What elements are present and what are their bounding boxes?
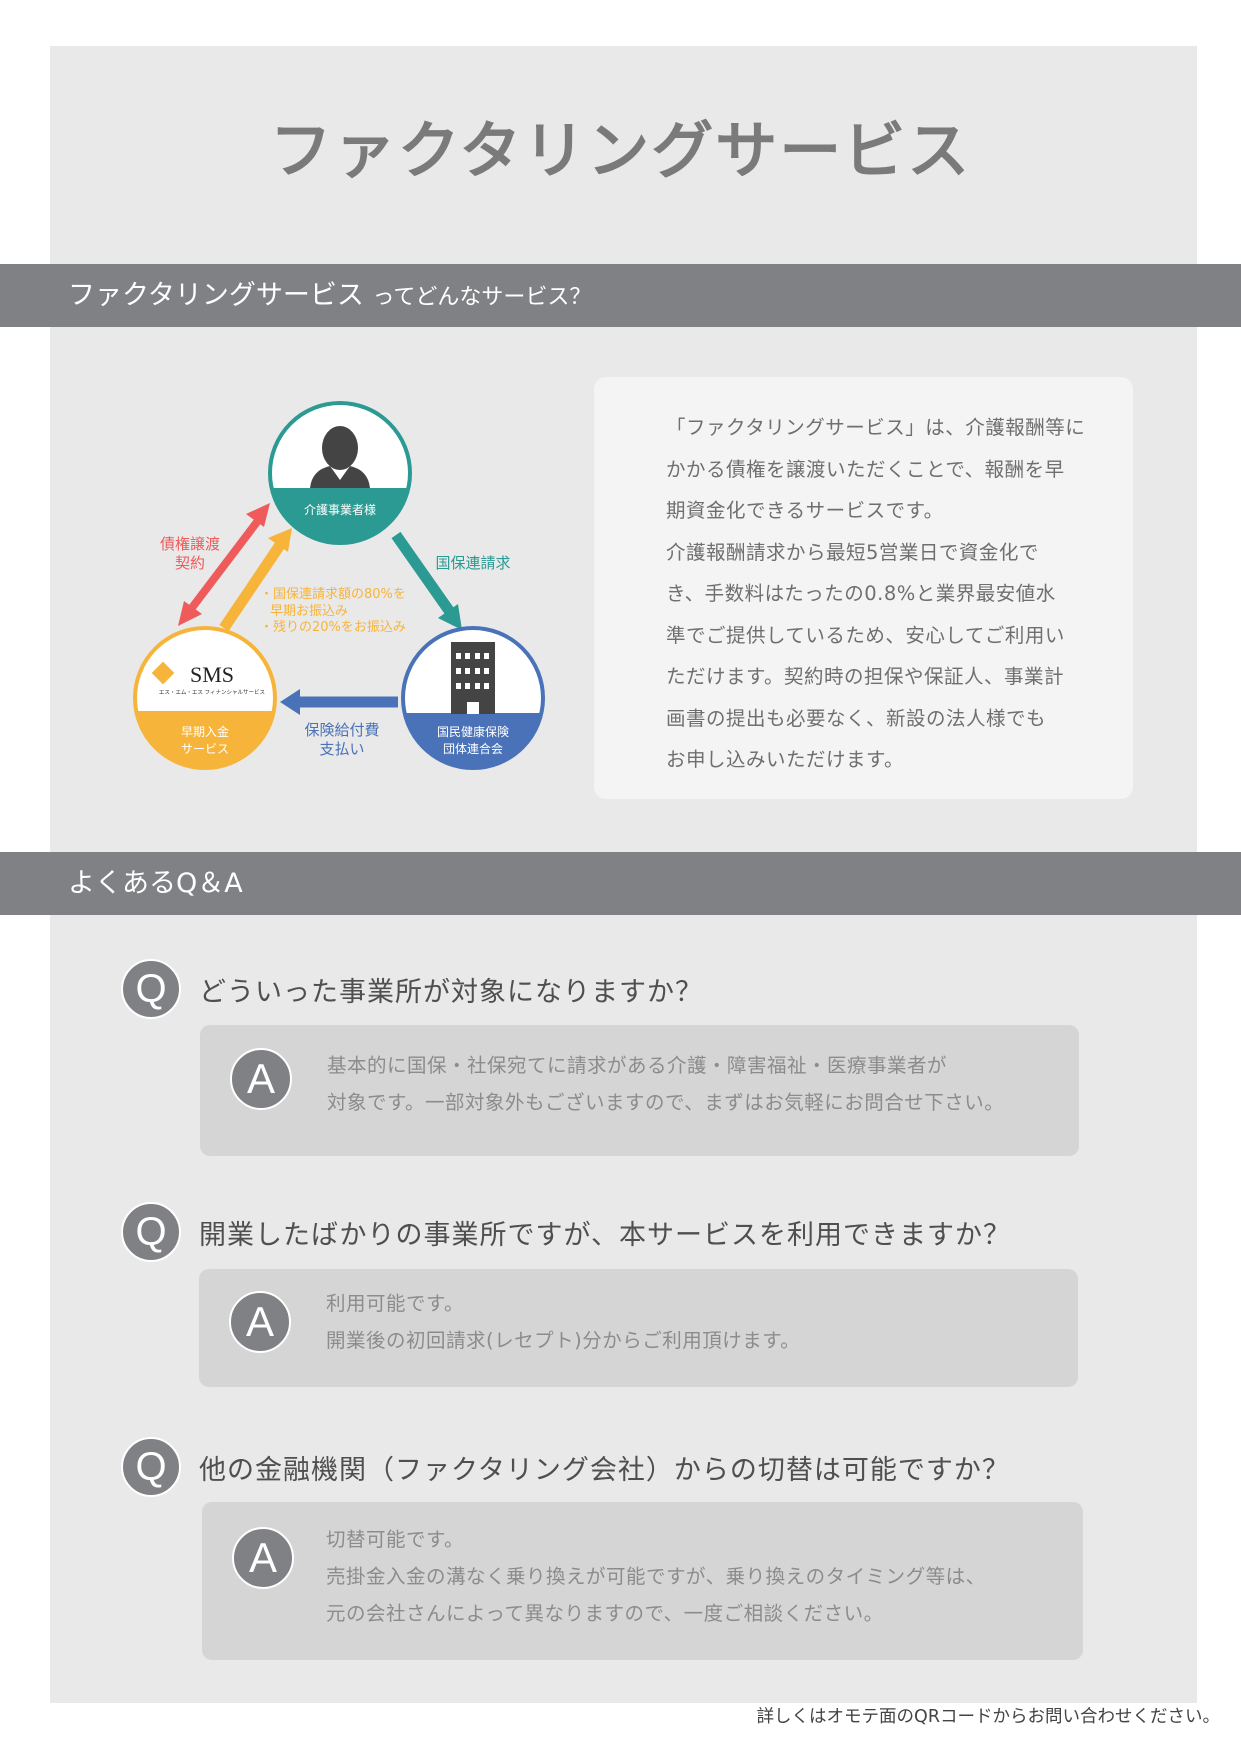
- page-title: ファクタリングサービス: [269, 114, 972, 187]
- question-text: 他の金融機関（ファクタリング会社）からの切替は可能ですか？: [199, 1454, 1010, 1486]
- description-line: き、手数料はたったの0.8%と業界最安値水: [666, 582, 1056, 605]
- description-line: 期資金化できるサービスです。: [666, 499, 944, 522]
- answer-line: 切替可能です。: [326, 1528, 465, 1551]
- a-badge: A: [230, 1048, 292, 1110]
- person-icon: [310, 426, 370, 488]
- contract-arrow: [178, 503, 270, 626]
- building-icon: [451, 642, 495, 714]
- sms-logo-text: SMS: [190, 662, 234, 687]
- description-line: 介護報酬請求から最短5営業日で資金化で: [666, 540, 1039, 564]
- section-heading: よくあるQ＆A: [68, 868, 243, 899]
- sms-label-2: サービス: [181, 742, 229, 756]
- question-text: 開業したばかりの事業所ですが、本サービスを利用できますか？: [199, 1219, 1011, 1251]
- insurance-label-2: 支払い: [319, 740, 364, 758]
- section-header-about: ファクタリングサービス ってどんなサービス？: [0, 264, 1241, 327]
- description-line: かかる債権を譲渡いただくことで、報酬を早: [666, 457, 1065, 481]
- description-card: 「ファクタリングサービス」は、介護報酬等に かかる債権を譲渡いただくことで、報酬…: [594, 377, 1133, 799]
- insurance-arrow: [280, 689, 398, 715]
- contract-label-1: 債権譲渡: [160, 535, 220, 553]
- answer-line: 元の会社さんによって異なりますので、一度ご相談ください。: [326, 1602, 884, 1625]
- factoring-flow-diagram: 介護事業者様 SMS エス・エム・エス フィナンシャルサービス 早期入金 サービ…: [133, 401, 545, 770]
- description-line: 準でご提供しているため、安心してご利用い: [666, 623, 1065, 647]
- description-line: 「ファクタリングサービス」は、介護報酬等に: [666, 416, 1086, 439]
- sms-logo-subtext: エス・エム・エス フィナンシャルサービス: [159, 688, 265, 696]
- q-badge: Q: [121, 1202, 181, 1262]
- qa-question-1: Q どういった事業所が対象になりますか？: [121, 959, 703, 1019]
- q-badge: Q: [121, 1437, 181, 1497]
- claim-arrow: [391, 531, 462, 630]
- kokuho-label-2: 団体連合会: [443, 741, 503, 756]
- section-heading-main: ファクタリングサービス: [68, 280, 364, 311]
- footer-note: 詳しくはオモテ面のQRコードからお問い合わせください。: [756, 1707, 1220, 1727]
- kokuho-label-1: 国民健康保険: [437, 724, 509, 739]
- answer-line: 対象です。一部対象外もございますので、まずはお気軽にお問合せ下さい。: [327, 1091, 1005, 1114]
- qa-question-3: Q 他の金融機関（ファクタリング会社）からの切替は可能ですか？: [121, 1437, 1010, 1497]
- a-badge: A: [229, 1291, 291, 1353]
- description-line: お申し込みいただけます。: [666, 748, 905, 771]
- claim-label: 国保連請求: [435, 554, 510, 572]
- kokuho-node: 国民健康保険 団体連合会: [401, 626, 545, 770]
- qa-answer-1: A 基本的に国保・社保宛てに請求がある介護・障害福祉・医療事業者が 対象です。一…: [200, 1025, 1079, 1156]
- qa-answer-3: A 切替可能です。 売掛金入金の溝なく乗り換えが可能ですが、乗り換えのタイミング…: [202, 1502, 1083, 1660]
- qa-question-2: Q 開業したばかりの事業所ですが、本サービスを利用できますか？: [121, 1202, 1011, 1262]
- provider-label: 介護事業者様: [304, 502, 376, 517]
- answer-line: 売掛金入金の溝なく乗り換えが可能ですが、乗り換えのタイミング等は、: [326, 1565, 986, 1588]
- contract-label-2: 契約: [175, 554, 205, 572]
- description-line: 画書の提出も必要なく、新設の法人様でも: [666, 706, 1047, 730]
- sms-label-1: 早期入金: [181, 724, 229, 739]
- answer-line: 利用可能です。: [326, 1292, 465, 1315]
- sms-node: SMS エス・エム・エス フィナンシャルサービス 早期入金 サービス: [133, 626, 277, 770]
- payment-note-3: ・残りの20%をお振込み: [260, 620, 406, 635]
- question-text: どういった事業所が対象になりますか？: [199, 976, 703, 1008]
- description-line: ただけます。契約時の担保や保証人、事業計: [666, 665, 1065, 688]
- section-header-qa: よくあるQ＆A: [0, 852, 1241, 915]
- insurance-label-1: 保険給付費: [304, 721, 379, 739]
- answer-line: 基本的に国保・社保宛てに請求がある介護・障害福祉・医療事業者が: [327, 1054, 948, 1077]
- section-heading-sub: ってどんなサービス？: [372, 285, 592, 310]
- a-badge: A: [232, 1527, 294, 1589]
- qa-answer-2: A 利用可能です。 開業後の初回請求(レセプト)分からご利用頂けます。: [199, 1269, 1078, 1387]
- q-badge: Q: [121, 959, 181, 1019]
- answer-line: 開業後の初回請求(レセプト)分からご利用頂けます。: [326, 1329, 801, 1352]
- payment-note-1: ・国保連請求額の80%を: [260, 587, 406, 602]
- payment-arrow: [219, 528, 292, 632]
- payment-note-2: 早期お振込み: [270, 604, 348, 619]
